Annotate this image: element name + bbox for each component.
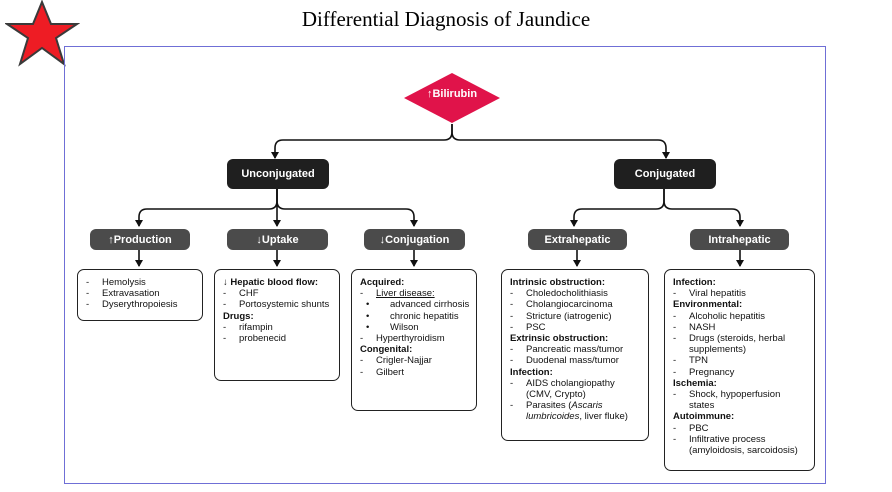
list-item: •chronic hepatitis — [366, 310, 459, 322]
section-heading: Acquired: — [360, 277, 405, 288]
section-heading: Intrinsic obstruction: — [510, 277, 605, 288]
conjugation-box: Acquired: -Liver disease: •advanced cirr… — [351, 269, 477, 411]
list-item: -Shock, hypoperfusion states — [673, 389, 781, 412]
list-item: -Dyserythropoiesis — [86, 299, 178, 311]
extrahepatic-box: Intrinsic obstruction: -Choledocholithia… — [501, 269, 649, 441]
diagram-frame — [64, 46, 826, 484]
section-heading: Drugs: — [223, 310, 254, 322]
extrahepatic-node: Extrahepatic — [528, 229, 627, 250]
list-item: -Choledocholithiasis — [510, 288, 608, 300]
bilirubin-node-label: ↑Bilirubin — [426, 88, 478, 100]
production-box: -Hemolysis -Extravasation -Dyserythropoi… — [77, 269, 203, 321]
section-heading: Autoimmune: — [673, 411, 735, 423]
star-icon — [5, 0, 80, 67]
production-node: ↑Production — [90, 229, 190, 250]
list-item: -PSC — [510, 321, 546, 333]
list-item: •advanced cirrhosis — [366, 299, 470, 311]
list-item: -NASH — [673, 321, 716, 333]
section-heading: ↓ Hepatic blood flow: — [223, 277, 318, 288]
section-heading: Infection: — [510, 366, 553, 378]
list-item: -TPN — [673, 355, 708, 367]
list-item: -CHF — [223, 288, 259, 300]
conjugated-node: Conjugated — [614, 159, 716, 189]
list-item: -Gilbert — [360, 366, 404, 378]
list-item: -Parasites (Ascaris lumbricoides, liver … — [510, 400, 628, 423]
list-item: -Alcoholic hepatitis — [673, 310, 766, 322]
uptake-node: ↓Uptake — [227, 229, 328, 250]
list-item: -Pregnancy — [673, 366, 735, 378]
section-heading: Infection: — [673, 277, 716, 288]
list-item: -probenecid — [223, 333, 287, 345]
list-item: -Viral hepatitis — [673, 288, 746, 300]
section-heading: Ischemia: — [673, 377, 717, 389]
list-item: -Crigler-Najjar — [360, 355, 432, 367]
list-item: -Liver disease: — [360, 288, 435, 300]
conjugation-node: ↓Conjugation — [364, 229, 465, 250]
diagram-title: Differential Diagnosis of Jaundice — [301, 7, 591, 31]
intrahepatic-box: Infection: -Viral hepatitis Environmenta… — [664, 269, 815, 471]
list-item: -Hyperthyroidism — [360, 333, 445, 345]
list-item: -AIDS cholangiopathy (CMV, Crypto) — [510, 377, 615, 401]
list-item: -rifampin — [223, 321, 273, 333]
list-item: -Portosystemic shunts — [223, 299, 330, 311]
list-item: -Pancreatic mass/tumor — [510, 344, 624, 356]
list-item: -Cholangiocarcinoma — [510, 299, 613, 311]
bilirubin-node-shape — [404, 73, 500, 123]
list-item: -Extravasation — [86, 288, 160, 300]
list-item: -Hemolysis — [86, 277, 146, 288]
uptake-box: ↓ Hepatic blood flow: -CHF -Portosystemi… — [214, 269, 340, 381]
section-heading: Congenital: — [360, 344, 413, 356]
list-item: -PBC — [673, 422, 709, 434]
list-item: -Duodenal mass/tumor — [510, 355, 619, 367]
section-heading: Extrinsic obstruction: — [510, 333, 609, 345]
unconjugated-node: Unconjugated — [227, 159, 329, 189]
intrahepatic-node: Intrahepatic — [690, 229, 789, 250]
section-heading: Environmental: — [673, 299, 743, 311]
list-item: -Stricture (iatrogenic) — [510, 310, 612, 322]
list-item: -Drugs (steroids, herbal supplements) — [673, 333, 786, 356]
list-item: •Wilson — [366, 321, 419, 333]
list-item: -Infiltrative process (amyloidosis, sarc… — [673, 433, 798, 457]
